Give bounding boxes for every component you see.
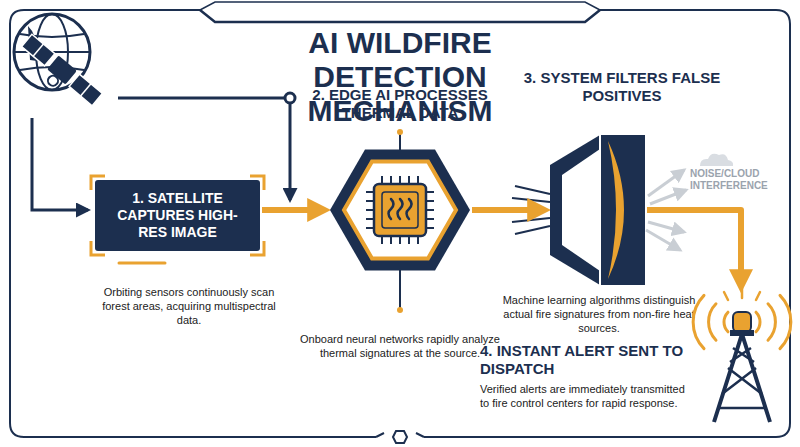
path-mark [718,348,766,408]
drawing-part [648,222,684,232]
rect-mark [374,184,426,236]
drawing-part [33,44,43,56]
drawing-part [515,186,550,194]
satellite-icon [14,14,103,114]
flow-arrow [472,207,544,213]
polygon-mark [550,135,645,285]
drawing-part [289,103,292,200]
path-mark [714,334,770,422]
drawing-part [515,226,550,234]
drawing-part [650,190,686,204]
drawing-part [69,74,102,106]
flow-arrow [262,207,324,213]
path-mark [398,199,403,219]
circle-mark [397,307,403,313]
drawing-part [376,433,424,437]
drawing-part [512,218,550,222]
funnel-shape [550,135,645,285]
tower-node: 4. INSTANT ALERT SENT TO DISPATCHVerifie… [692,290,790,422]
path-mark [724,288,760,300]
polygon-mark [330,149,470,270]
drawing-part [32,118,88,210]
drawing-part [46,74,60,88]
line-mark [119,262,165,265]
drawing-part [200,2,600,10]
path-mark [693,295,704,348]
step-heading: 4. INSTANT ALERT SENT TO DISPATCH [480,342,690,378]
path-mark [756,312,760,332]
polygon-mark [562,149,600,271]
box-node: 1. SATELLITE CAPTURES HIGH-RES IMAGEOrbi… [95,180,260,251]
drawing-part [646,230,680,250]
title: AI WILDFIRE DETECTION MECHANISM [230,26,570,128]
hex-node: 2. EDGE AI PROCESSES THERMAL DATAOnboard… [330,140,470,280]
drawing-part [285,93,295,103]
polygon-mark [344,162,456,259]
step-description: Orbiting sensors continuously scan fores… [93,285,285,327]
step-description: Machine learning algorithms distinguish … [492,293,706,335]
flow-arrow [647,210,741,286]
drawing-part [22,34,55,66]
path-mark [389,199,394,219]
step-description: Verified alerts are immediately transmit… [480,382,686,410]
frame [10,2,790,443]
step-heading: 1. SATELLITE CAPTURES HIGH-RES IMAGE [105,190,250,241]
step-heading: 3. SYSTEM FILTERS FALSE POSITIVES [512,69,732,105]
rect-mark [730,330,754,336]
path-mark [91,176,264,255]
path-mark [780,295,791,348]
path-mark [724,312,728,332]
rect-mark [382,192,418,228]
note-label: NOISE/CLOUD INTERFERENCE [690,168,750,192]
step-description: Onboard neural networks rapidly analyze … [298,332,502,360]
drawing-part [393,431,407,443]
drawing-part [200,10,600,22]
hex-shape [330,140,470,280]
tower-shape [692,290,790,422]
path-mark [608,141,624,279]
drawing-part [118,97,284,100]
cloud-icon [700,154,733,166]
circle-mark [397,129,403,135]
drawing-part [512,198,550,202]
rect-mark [733,312,751,332]
line-mark [399,266,401,310]
drawing-part [15,34,103,115]
drawing-part [700,154,733,166]
line-mark [599,135,601,285]
path-mark [407,199,412,219]
path-mark [768,304,775,340]
funnel-node: 3. SYSTEM FILTERS FALSE POSITIVESMachine… [550,135,645,285]
drawing-part [81,84,91,96]
path-mark [709,304,716,340]
